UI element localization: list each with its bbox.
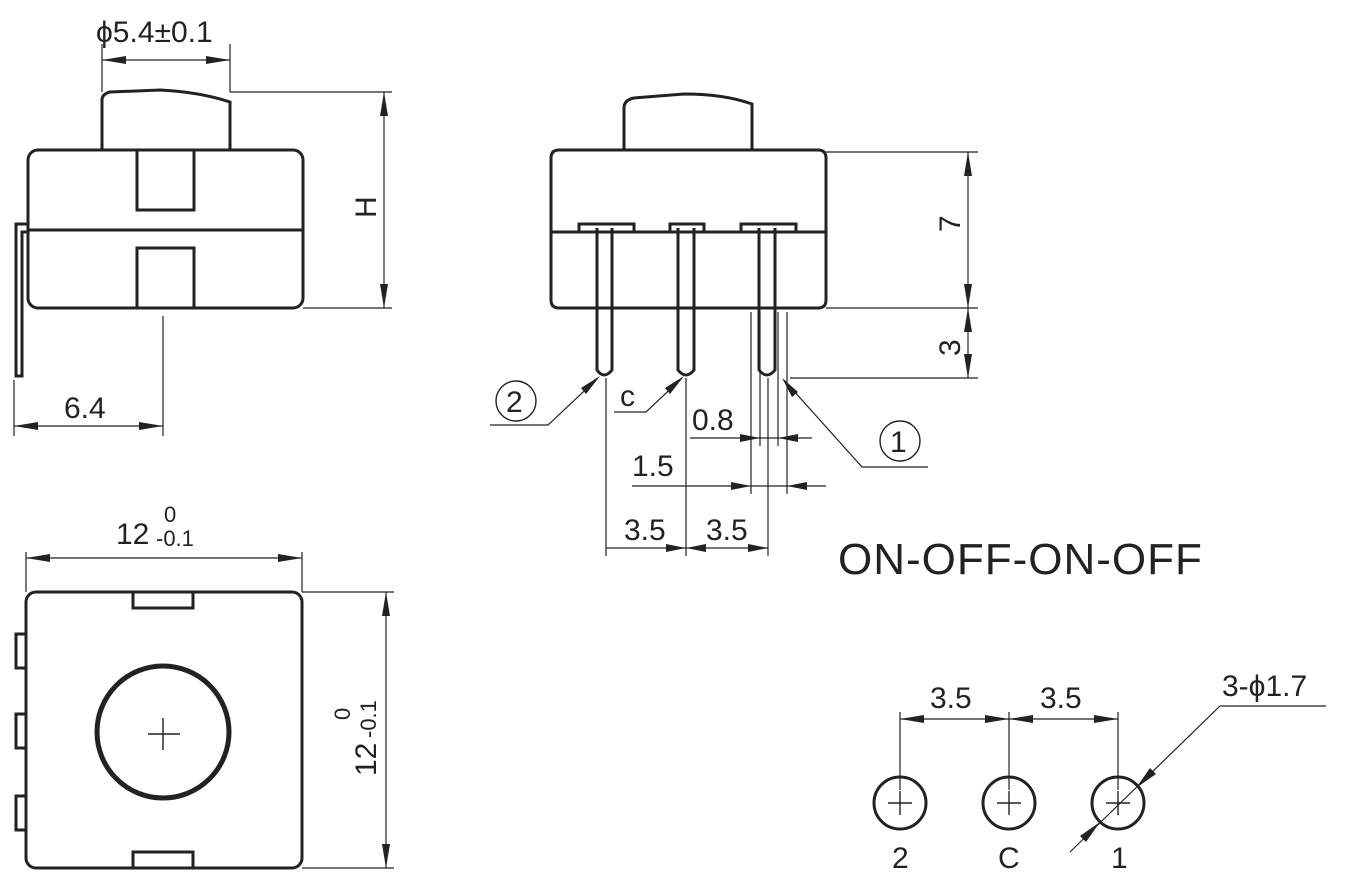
pcb-hole-leader: [1069, 705, 1326, 853]
pcb-hole-c: [981, 775, 1037, 831]
pin-2: [595, 228, 614, 377]
body-height-label: 7: [934, 215, 967, 232]
front-body: [549, 148, 828, 310]
top-width-tol-upper: 0: [164, 502, 176, 527]
pin2-callout-label: 2: [506, 386, 523, 419]
pcb-hole-2-label: 2: [892, 842, 909, 875]
front-view: 7 3 0.8 1.5 3.5 3.5 2 c: [490, 92, 978, 556]
pcb-pitch-right-label: 3.5: [1040, 682, 1082, 715]
height-label: H: [350, 196, 383, 218]
top-tab-1: [14, 632, 28, 670]
top-height-label: 12: [350, 743, 383, 776]
top-notch-upper: [131, 590, 195, 610]
pcb-hole-label: 3-ϕ1.7: [1222, 670, 1307, 703]
pinc-callout-label: c: [620, 380, 635, 413]
pin1-callout-label: 1: [890, 426, 907, 459]
pcb-hole-1-label: 1: [1111, 842, 1128, 875]
pcb-hole-2: [872, 775, 928, 831]
top-height-tol-upper: 0: [330, 708, 355, 720]
switch-mode-label: ON-OFF-ON-OFF: [838, 535, 1203, 584]
front-actuator: [622, 92, 754, 150]
side-lower-window: [135, 246, 196, 310]
side-terminal-tab: [14, 222, 28, 378]
top-notch-lower: [131, 850, 195, 870]
diameter-label: ϕ5.4±0.1: [96, 16, 213, 49]
pcb-hole-c-label: C: [998, 842, 1020, 875]
pin2-callout-circle: [495, 380, 537, 422]
pin-socket-c: [668, 222, 706, 232]
pin-depth-label: 1.5: [632, 450, 674, 483]
top-height-tol-lower: -0.1: [356, 700, 381, 738]
pitch-left-label: 3.5: [624, 514, 666, 547]
top-width-tol-lower: -0.1: [156, 526, 194, 551]
top-body: [24, 590, 304, 870]
pin-width-label: 0.8: [692, 404, 734, 437]
pin1-callout-circle: [879, 420, 921, 462]
pin-socket-1: [739, 222, 798, 232]
side-view: ϕ5.4±0.1 H 6.4: [13, 16, 392, 436]
pcb-layout: 3.5 3.5 3-ϕ1.7 2 C 1: [872, 670, 1326, 875]
side-upper-window: [135, 148, 196, 212]
pin-length-label: 3: [934, 339, 967, 356]
top-tab-2: [14, 712, 28, 750]
top-tab-3: [14, 794, 28, 832]
pcb-hole-1: [1090, 775, 1146, 831]
side-actuator: [100, 88, 232, 150]
pitch-right-label: 3.5: [706, 514, 748, 547]
pin-c: [676, 228, 696, 377]
top-width-label: 12: [116, 518, 149, 551]
actuator-circle: [94, 663, 232, 801]
top-view: 12 0 -0.1 12 0 -0.1: [14, 502, 394, 870]
pin-1: [757, 228, 777, 377]
pin-socket-2: [577, 222, 636, 232]
offset-label: 6.4: [64, 392, 106, 425]
pcb-pitch-left-label: 3.5: [930, 682, 972, 715]
